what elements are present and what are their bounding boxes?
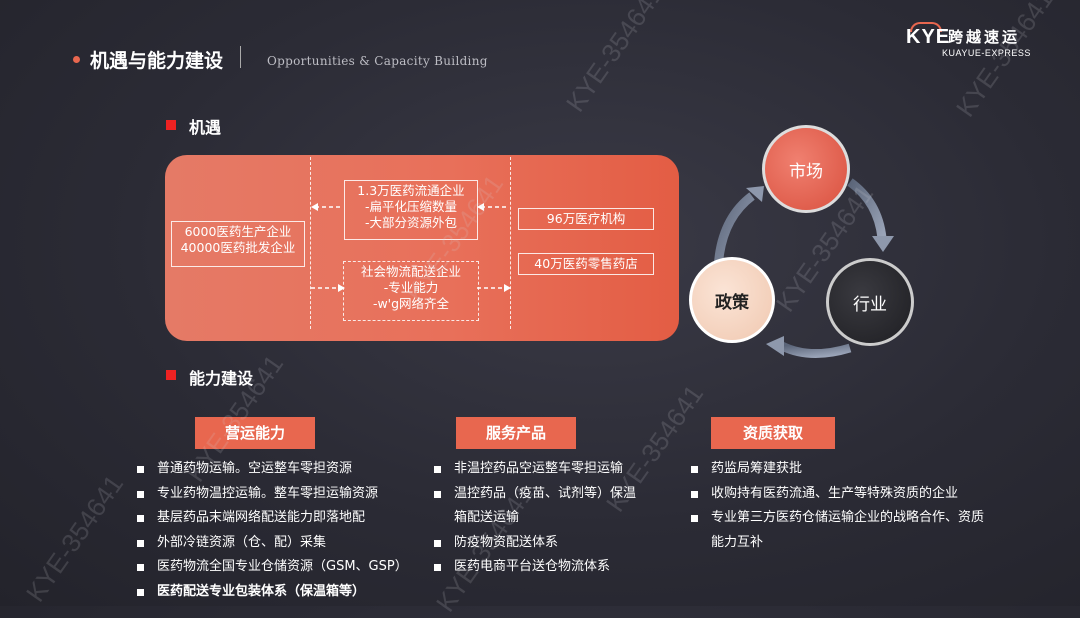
arrow-right-to-left-icon [477,203,509,211]
manufacturer-box: 6000医药生产企业 40000医药批发企业 [171,221,305,267]
qualification-list: 药监局筹建获批 收购持有医药流通、生产等特殊资质的企业 专业第三方医药仓储运输企… [691,457,991,555]
company-logo: KYE 跨越速运 KUAYUE-EXPRESS [906,22,1046,62]
wholesaler-line: 40000医药批发企业 [180,240,296,255]
section-bullet-icon [166,120,176,130]
logistics-line-3: -w'g网络齐全 [372,296,450,311]
industry-circle: 行业 [826,258,914,346]
arrow-to-logistics-icon [311,284,345,292]
list-item: 医药物流全国专业仓储资源（GSM、GSP） [137,555,427,580]
list-item: 非温控药品空运整车零担运输 [434,457,638,482]
services-list: 非温控药品空运整车零担运输 温控药品（疫苗、试剂等）保温箱配送运输 防疫物资配送… [434,457,638,580]
distributor-line-1: 1.3万医药流通企业 [357,183,465,198]
distributor-box: 1.3万医药流通企业 -扁平化压缩数量 -大部分资源外包 [344,180,478,240]
section-bullet-icon [166,370,176,380]
divider-right [510,157,511,329]
logistics-line-2: -专业能力 [383,280,439,295]
market-circle: 市场 [762,125,850,213]
list-item: 医药电商平台送仓物流体系 [434,555,638,580]
retail-pharmacy-box: 40万医药零售药店 [518,253,654,275]
list-item: 普通药物运输。空运整车零担资源 [137,457,427,482]
page-title: 机遇与能力建设 [90,50,224,72]
market-label: 市场 [789,161,823,182]
list-item: 专业第三方医药仓储运输企业的战略合作、资质能力互补 [691,506,991,555]
list-item: 温控药品（疫苗、试剂等）保温箱配送运输 [434,482,638,531]
capability-heading: 能力建设 [189,369,254,388]
watermark: KYE-354641 [560,0,670,118]
logistics-box: 社会物流配送企业 -专业能力 -w'g网络齐全 [343,261,479,321]
watermark: KYE-354641 [20,469,130,608]
medical-institution-box: 96万医疗机构 [518,208,654,230]
list-item: 药监局筹建获批 [691,457,991,482]
industry-label: 行业 [853,294,887,315]
title-dot-icon [73,56,80,63]
qualification-header: 资质获取 [711,417,835,449]
policy-label: 政策 [715,292,749,313]
arrow-left-icon [311,203,343,211]
list-item: 医药配送专业包装体系（保温箱等） [137,580,427,605]
logo-cn-name: 跨越速运 [948,28,1021,46]
list-item: 收购持有医药流通、生产等特殊资质的企业 [691,482,991,507]
list-item: 专业药物温控运输。整车零担运输资源 [137,482,427,507]
list-item: 基层药品末端网络配送能力即落地配 [137,506,427,531]
services-header: 服务产品 [456,417,576,449]
page-subtitle: Opportunities & Capacity Building [267,54,488,68]
divider-left [310,157,311,329]
logistics-line-1: 社会物流配送企业 [360,264,461,279]
distributor-line-3: -大部分资源外包 [364,215,457,230]
logo-arc-icon [910,22,942,32]
logo-mark: KYE [906,26,951,48]
operations-list: 普通药物运输。空运整车零担资源 专业药物温控运输。整车零担运输资源 基层药品末端… [137,457,427,604]
opportunity-panel: 6000医药生产企业 40000医药批发企业 1.3万医药流通企业 -扁平化压缩… [165,155,679,341]
title-divider [240,46,241,68]
opportunity-heading: 机遇 [189,118,222,137]
distributor-line-2: -扁平化压缩数量 [364,199,457,214]
manufacturer-line: 6000医药生产企业 [184,224,292,239]
list-item: 防疫物资配送体系 [434,531,638,556]
list-item: 外部冷链资源（仓、配）采集 [137,531,427,556]
arrow-from-logistics-icon [477,284,511,292]
policy-circle: 政策 [689,257,775,343]
logo-en-name: KUAYUE-EXPRESS [942,48,1031,58]
operations-header: 营运能力 [195,417,315,449]
